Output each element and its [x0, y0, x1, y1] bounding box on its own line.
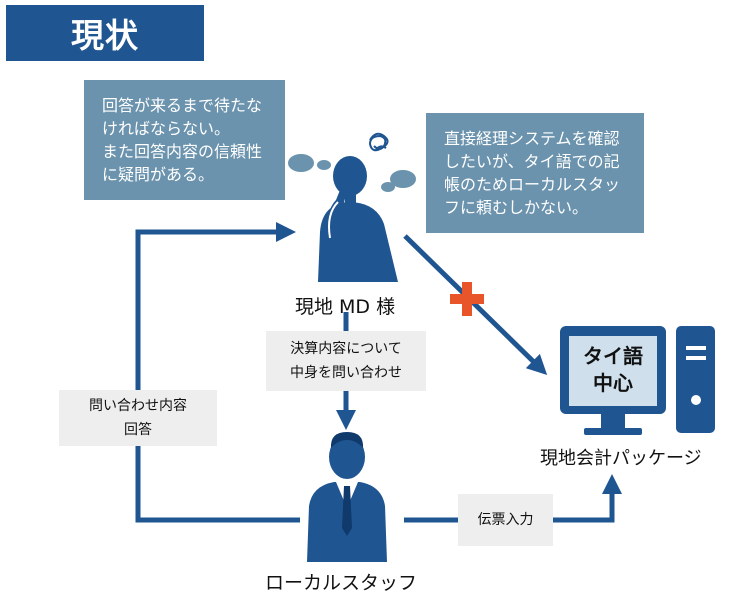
- bubble-left-line-3: また回答内容の信頼性: [102, 142, 263, 161]
- left-thought-bubble: 回答が来るまで待たな ければならない。 また回答内容の信頼性 に疑問がある。: [84, 80, 285, 200]
- ask-label-line-1: 決算内容について: [290, 341, 402, 357]
- entry-label-text: 伝票入力: [477, 512, 534, 528]
- right-thought-bubble: 直接経理システムを確認 したいが、タイ語での記 帳のためローカルスタッ フに頼む…: [426, 113, 644, 233]
- screen-line-1: タイ語: [583, 344, 643, 368]
- md-arm-outline: [328, 201, 339, 239]
- md-label: 現地 MD 様: [295, 296, 396, 318]
- page-title: 現状: [71, 16, 139, 55]
- businessman-icon: [307, 432, 387, 562]
- staff-label: ローカルスタッフ: [265, 572, 418, 594]
- thought-dot-3: [390, 170, 416, 188]
- bubble-right-line-2: したいが、タイ語での記: [444, 152, 620, 171]
- bubble-left-line-1: 回答が来るまで待たな: [102, 96, 263, 115]
- bubble-right-line-1: 直接経理システムを確認: [444, 129, 620, 148]
- bubble-right-line-3: 帳のためローカルスタッ: [444, 175, 621, 194]
- ask-label-line-2: 中身を問い合わせ: [290, 365, 402, 381]
- computer-tower-icon: [676, 326, 715, 433]
- thought-dot-2: [317, 160, 331, 170]
- package-label: 現地会計パッケージ: [540, 448, 702, 469]
- thinking-man-icon: [318, 156, 398, 282]
- confused-scribble-icon: [368, 132, 389, 152]
- bubble-left-line-4: に疑問がある。: [102, 165, 215, 184]
- answer-label-line-1: 問い合わせ内容: [89, 398, 187, 414]
- computer-monitor-icon: [560, 326, 666, 435]
- thought-dot-4: [381, 182, 395, 192]
- bubble-left-line-2: ければならない。: [102, 119, 231, 138]
- monitor-screen-text: タイ語 中心: [569, 343, 657, 397]
- title-banner: 現状: [6, 5, 204, 61]
- answer-arrow: [135, 222, 300, 523]
- thought-dot-1: [288, 154, 314, 172]
- answer-label: 問い合わせ内容 回答: [59, 390, 217, 446]
- ask-label: 決算内容について 中身を問い合わせ: [266, 331, 426, 391]
- bubble-right-line-4: フに頼むしかない。: [444, 198, 589, 217]
- entry-label: 伝票入力: [458, 494, 553, 546]
- answer-label-line-2: 回答: [124, 422, 152, 438]
- plus-cross-icon: [450, 282, 484, 316]
- screen-line-2: 中心: [593, 371, 633, 395]
